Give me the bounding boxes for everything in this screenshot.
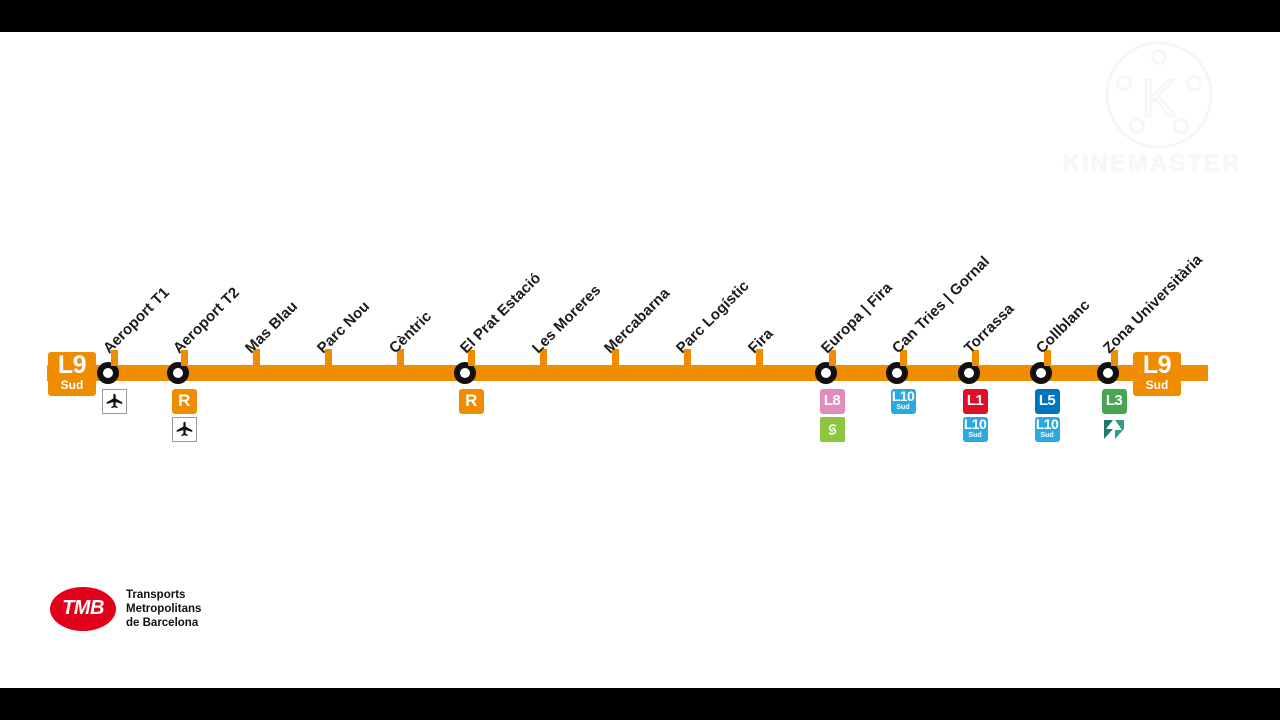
station-tick bbox=[829, 350, 836, 366]
station-tick[interactable] bbox=[325, 349, 332, 365]
tmb-name-line-2: Metropolitans bbox=[126, 603, 202, 615]
station-tick bbox=[900, 350, 907, 366]
station-tick[interactable] bbox=[684, 349, 691, 365]
connection-line-code: L10 bbox=[1035, 416, 1059, 432]
station-label: Cèntric bbox=[385, 307, 436, 357]
station-label: Les Moreres bbox=[528, 281, 605, 357]
station-label: Torrassa bbox=[960, 300, 1018, 357]
tmb-logo: TMB Transports Metropolitans de Barcelon… bbox=[50, 587, 201, 631]
airport-icon[interactable] bbox=[101, 389, 127, 414]
station-node[interactable] bbox=[815, 362, 837, 384]
connection-badge[interactable]: R bbox=[171, 389, 197, 414]
station-connections: L3 bbox=[1101, 389, 1127, 442]
station-tick bbox=[468, 350, 475, 366]
connection-line-code: R bbox=[178, 391, 190, 410]
connection-line-code: R bbox=[465, 391, 477, 410]
connection-line-code: L5 bbox=[1038, 392, 1056, 409]
tram-icon[interactable] bbox=[1101, 417, 1127, 442]
terminus-line-branch: Sud bbox=[1145, 378, 1169, 392]
connection-badge[interactable]: L1 bbox=[962, 389, 988, 414]
tmb-mark-icon: TMB bbox=[50, 587, 116, 631]
terminus-line-branch: Sud bbox=[60, 378, 84, 392]
station-tick bbox=[1111, 350, 1118, 366]
line-track bbox=[47, 365, 1208, 381]
station-label: Parc Nou bbox=[313, 297, 374, 357]
station-tick[interactable] bbox=[253, 349, 260, 365]
airport-icon[interactable] bbox=[171, 417, 197, 442]
station-label: Zona Universitària bbox=[1099, 251, 1206, 357]
station-label: Parc Logístic bbox=[672, 277, 753, 357]
fgc-icon[interactable] bbox=[819, 417, 845, 442]
connection-line-code: L8 bbox=[823, 392, 841, 409]
station-label: Aeroport T2 bbox=[169, 284, 243, 357]
station-label: Europa | Fira bbox=[817, 279, 896, 357]
station-connections: R bbox=[458, 389, 484, 414]
tmb-name-line-3: de Barcelona bbox=[126, 617, 199, 629]
connection-line-branch: Sud bbox=[896, 404, 910, 411]
station-node[interactable] bbox=[454, 362, 476, 384]
station-node[interactable] bbox=[886, 362, 908, 384]
connection-line-code: L10 bbox=[891, 388, 915, 404]
tmb-operator-name: Transports Metropolitans de Barcelona bbox=[126, 588, 201, 630]
tmb-oval-shape bbox=[50, 587, 116, 631]
station-node[interactable] bbox=[958, 362, 980, 384]
station-node[interactable] bbox=[97, 362, 119, 384]
station-connections: R bbox=[171, 389, 197, 442]
station-node[interactable] bbox=[167, 362, 189, 384]
station-node[interactable] bbox=[1030, 362, 1052, 384]
tmb-name-line-1: Transports bbox=[126, 589, 186, 601]
station-label: Mercabarna bbox=[600, 284, 674, 357]
station-tick bbox=[111, 350, 118, 366]
station-node[interactable] bbox=[1097, 362, 1119, 384]
station-tick[interactable] bbox=[397, 349, 404, 365]
connection-badge[interactable]: L8 bbox=[819, 389, 845, 414]
terminus-line-code: L9 bbox=[57, 351, 87, 379]
station-label: Collblanc bbox=[1032, 296, 1094, 357]
station-label: Aeroport T1 bbox=[99, 284, 173, 357]
station-connections: L8 bbox=[819, 389, 845, 442]
connection-line-code: L3 bbox=[1105, 392, 1123, 409]
terminus-line-code: L9 bbox=[1142, 351, 1172, 379]
connection-badge[interactable]: L5 bbox=[1034, 389, 1060, 414]
connection-line-branch: Sud bbox=[968, 432, 982, 439]
station-tick[interactable] bbox=[612, 349, 619, 365]
station-tick bbox=[972, 350, 979, 366]
connection-line-code: L10 bbox=[963, 416, 987, 432]
station-label: Fira bbox=[744, 325, 777, 357]
connection-line-code: L1 bbox=[966, 392, 984, 409]
station-tick[interactable] bbox=[756, 349, 763, 365]
station-label: Mas Blau bbox=[241, 297, 302, 357]
station-tick[interactable] bbox=[540, 349, 547, 365]
connection-line-branch: Sud bbox=[1040, 432, 1054, 439]
connection-badge[interactable]: L3 bbox=[1101, 389, 1127, 414]
station-tick bbox=[181, 350, 188, 366]
station-connections bbox=[101, 389, 127, 414]
station-tick bbox=[1044, 350, 1051, 366]
tmb-letters: TMB bbox=[62, 597, 104, 619]
connection-badge[interactable]: R bbox=[458, 389, 484, 414]
